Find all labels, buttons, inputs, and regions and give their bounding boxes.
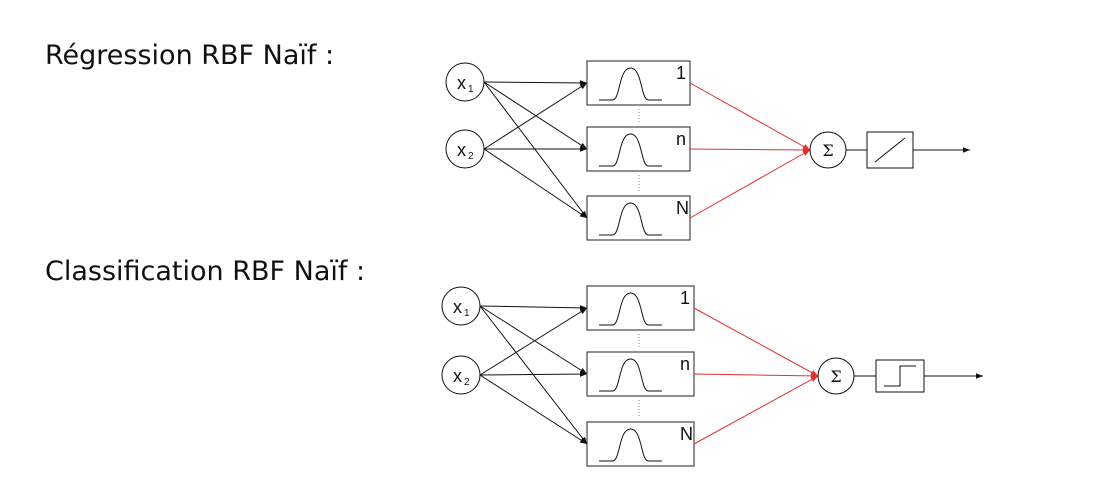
input-edge (483, 82, 588, 150)
rbf-unit-label: 1 (680, 288, 690, 308)
input-edge (483, 81, 588, 219)
input-label: x (453, 297, 462, 317)
input-label: x (457, 140, 466, 160)
output-edge (689, 147, 811, 153)
gaussian-icon (599, 292, 662, 326)
gaussian-icon (599, 202, 662, 236)
step-icon (884, 365, 916, 387)
rbf-unit-label: N (680, 424, 693, 444)
rbf-unit-label: n (680, 354, 690, 374)
sum-symbol: Σ (822, 141, 833, 160)
gaussian-icon (599, 67, 662, 101)
rbf-unit-label: n (676, 129, 686, 149)
input-node (445, 129, 485, 169)
input-subscript: 2 (468, 151, 474, 162)
regression-heading: Régression RBF Naïf : (45, 40, 335, 71)
input-edge (483, 148, 588, 219)
input-edge (479, 374, 588, 445)
gaussian-icon (599, 133, 662, 167)
input-subscript: 2 (464, 377, 470, 388)
input-subscript: 1 (468, 84, 474, 95)
input-node (445, 62, 485, 102)
rbf-unit-label: 1 (676, 63, 686, 83)
input-node (441, 286, 481, 326)
input-label: x (453, 366, 462, 386)
output-edge (689, 82, 811, 151)
input-subscript: 1 (464, 308, 470, 319)
output-edge (693, 373, 819, 379)
input-edge (479, 371, 588, 377)
rbf-unit-box (586, 126, 691, 172)
rbf-unit-box (586, 60, 691, 106)
rbf-unit-label: N (676, 198, 689, 218)
input-node (441, 355, 481, 395)
linear-icon (874, 137, 906, 163)
output-edge (689, 149, 811, 219)
input-label: x (457, 73, 466, 93)
output-edge (693, 375, 819, 445)
gaussian-icon (599, 428, 662, 462)
input-edge (479, 307, 588, 376)
input-edge (483, 80, 588, 86)
classification-heading: Classification RBF Naïf : (45, 256, 366, 287)
gaussian-icon (599, 358, 662, 392)
input-edge (479, 305, 588, 311)
output-edge (693, 307, 819, 377)
rbf-unit-box (586, 195, 691, 241)
sum-symbol: Σ (830, 367, 841, 386)
input-edge (479, 305, 588, 375)
